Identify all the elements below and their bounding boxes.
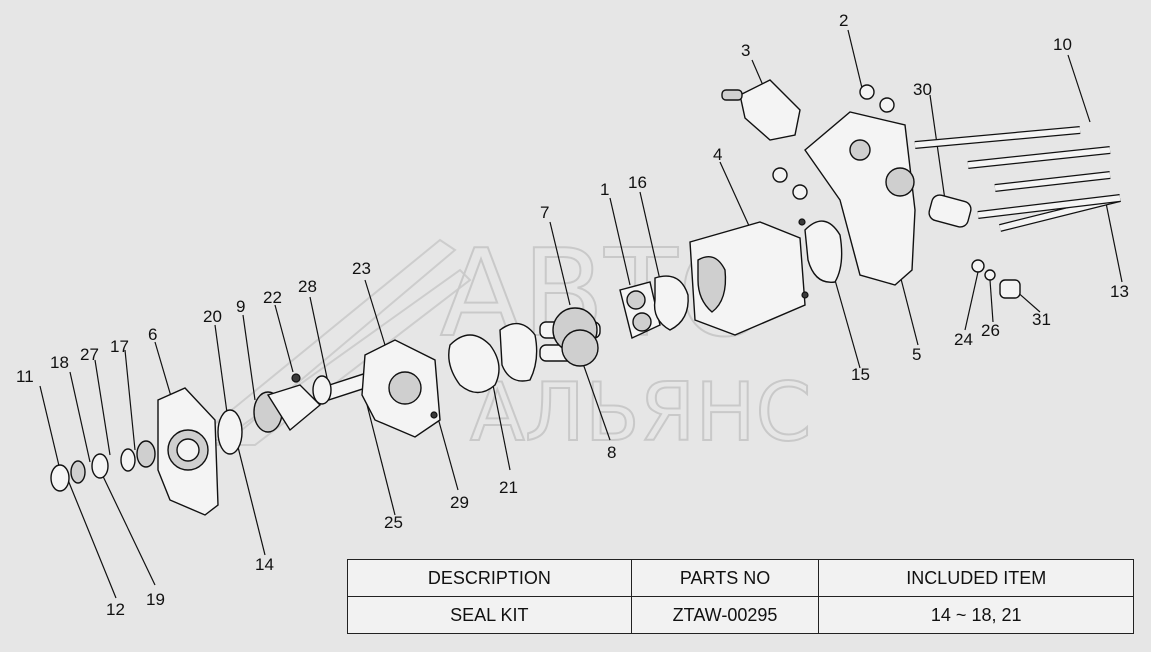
part-18-ring: [91, 453, 109, 479]
part-2-plug-b: [879, 97, 895, 113]
part-23-bore: [388, 371, 422, 405]
part-14-oring: [217, 409, 243, 455]
part-3-tip: [721, 89, 743, 101]
table-row: SEAL KIT ZTAW-00295 14 ~ 18, 21: [347, 596, 1134, 634]
part-pin-upper: [798, 218, 806, 226]
callout-18: 18: [50, 353, 69, 372]
part-29-pin: [430, 411, 438, 419]
part-pin-lower: [801, 291, 809, 299]
part-10-13-bolts: [914, 126, 1121, 232]
part-plug-c: [772, 167, 788, 183]
callout-6: 6: [148, 325, 157, 344]
table-header-row: DESCRIPTION PARTS NO INCLUDED ITEM: [347, 559, 1134, 597]
callout-1: 1: [600, 180, 609, 199]
callout-31: 31: [1032, 310, 1051, 329]
part-4-port: [697, 256, 727, 313]
part-15-oring: [804, 220, 843, 284]
callout-26: 26: [981, 321, 1000, 340]
part-7-gear-lower: [561, 329, 599, 367]
callout-9: 9: [236, 297, 245, 316]
part-30-relief: [928, 194, 972, 228]
callout-29: 29: [450, 493, 469, 512]
part-26-oring: [984, 269, 996, 281]
callout-15: 15: [851, 365, 870, 384]
callout-27: 27: [80, 345, 99, 364]
part-5-valve-body: [804, 111, 916, 286]
part-31-plug: [999, 279, 1021, 299]
part-1-hole-a: [626, 290, 646, 310]
callout-16: 16: [628, 173, 647, 192]
part-22-pin: [291, 373, 301, 383]
callout-22: 22: [263, 288, 282, 307]
callout-12: 12: [106, 600, 125, 619]
callout-24: 24: [954, 330, 973, 349]
seal-kit-table: DESCRIPTION PARTS NO INCLUDED ITEM SEAL …: [347, 559, 1134, 634]
part-17-seal: [136, 440, 156, 468]
cell-parts-no: ZTAW-00295: [630, 596, 820, 634]
part-6-bore-inner: [176, 438, 200, 462]
cell-included-item: 14 ~ 18, 21: [818, 596, 1134, 634]
parts: [50, 79, 1121, 516]
callout-2: 2: [839, 11, 848, 30]
part-20-shaft: [266, 384, 322, 432]
part-2-plug-a: [859, 84, 875, 100]
cell-description: SEAL KIT: [347, 596, 632, 634]
part-27-ring: [120, 448, 136, 472]
callout-3: 3: [741, 41, 750, 60]
callout-21: 21: [499, 478, 518, 497]
part-wear-plate: [499, 322, 538, 382]
part-plug-d: [792, 184, 808, 200]
callout-5: 5: [912, 345, 921, 364]
callout-20: 20: [203, 307, 222, 326]
part-12-washer: [70, 460, 86, 484]
part-11-nut: [50, 464, 70, 492]
part-3-solenoid: [739, 79, 801, 141]
callout-17: 17: [110, 337, 129, 356]
header-parts-no: PARTS NO: [630, 559, 820, 597]
callout-10: 10: [1053, 35, 1072, 54]
callout-4: 4: [713, 145, 722, 164]
callout-19: 19: [146, 590, 165, 609]
callout-28: 28: [298, 277, 317, 296]
part-4-housing: [689, 221, 806, 336]
callout-8: 8: [607, 443, 616, 462]
part-21-gasket: [448, 334, 500, 394]
callout-labels: 1 2 3 4 5 6 7 8 9 10 11 12 13 14 15 16 1…: [16, 11, 1129, 619]
callout-30: 30: [913, 80, 932, 99]
part-1-hole-b: [632, 312, 652, 332]
callout-11: 11: [16, 367, 34, 386]
part-5-port-b: [885, 167, 915, 197]
part-24-washer: [971, 259, 985, 273]
callout-14: 14: [255, 555, 274, 574]
part-28-oring: [312, 375, 332, 405]
callout-13: 13: [1110, 282, 1129, 301]
header-included-item: INCLUDED ITEM: [818, 559, 1134, 597]
callout-23: 23: [352, 259, 371, 278]
callout-25: 25: [384, 513, 403, 532]
part-16-gasket: [653, 275, 689, 331]
callout-7: 7: [540, 203, 549, 222]
part-5-port-a: [849, 139, 871, 161]
header-description: DESCRIPTION: [347, 559, 632, 597]
